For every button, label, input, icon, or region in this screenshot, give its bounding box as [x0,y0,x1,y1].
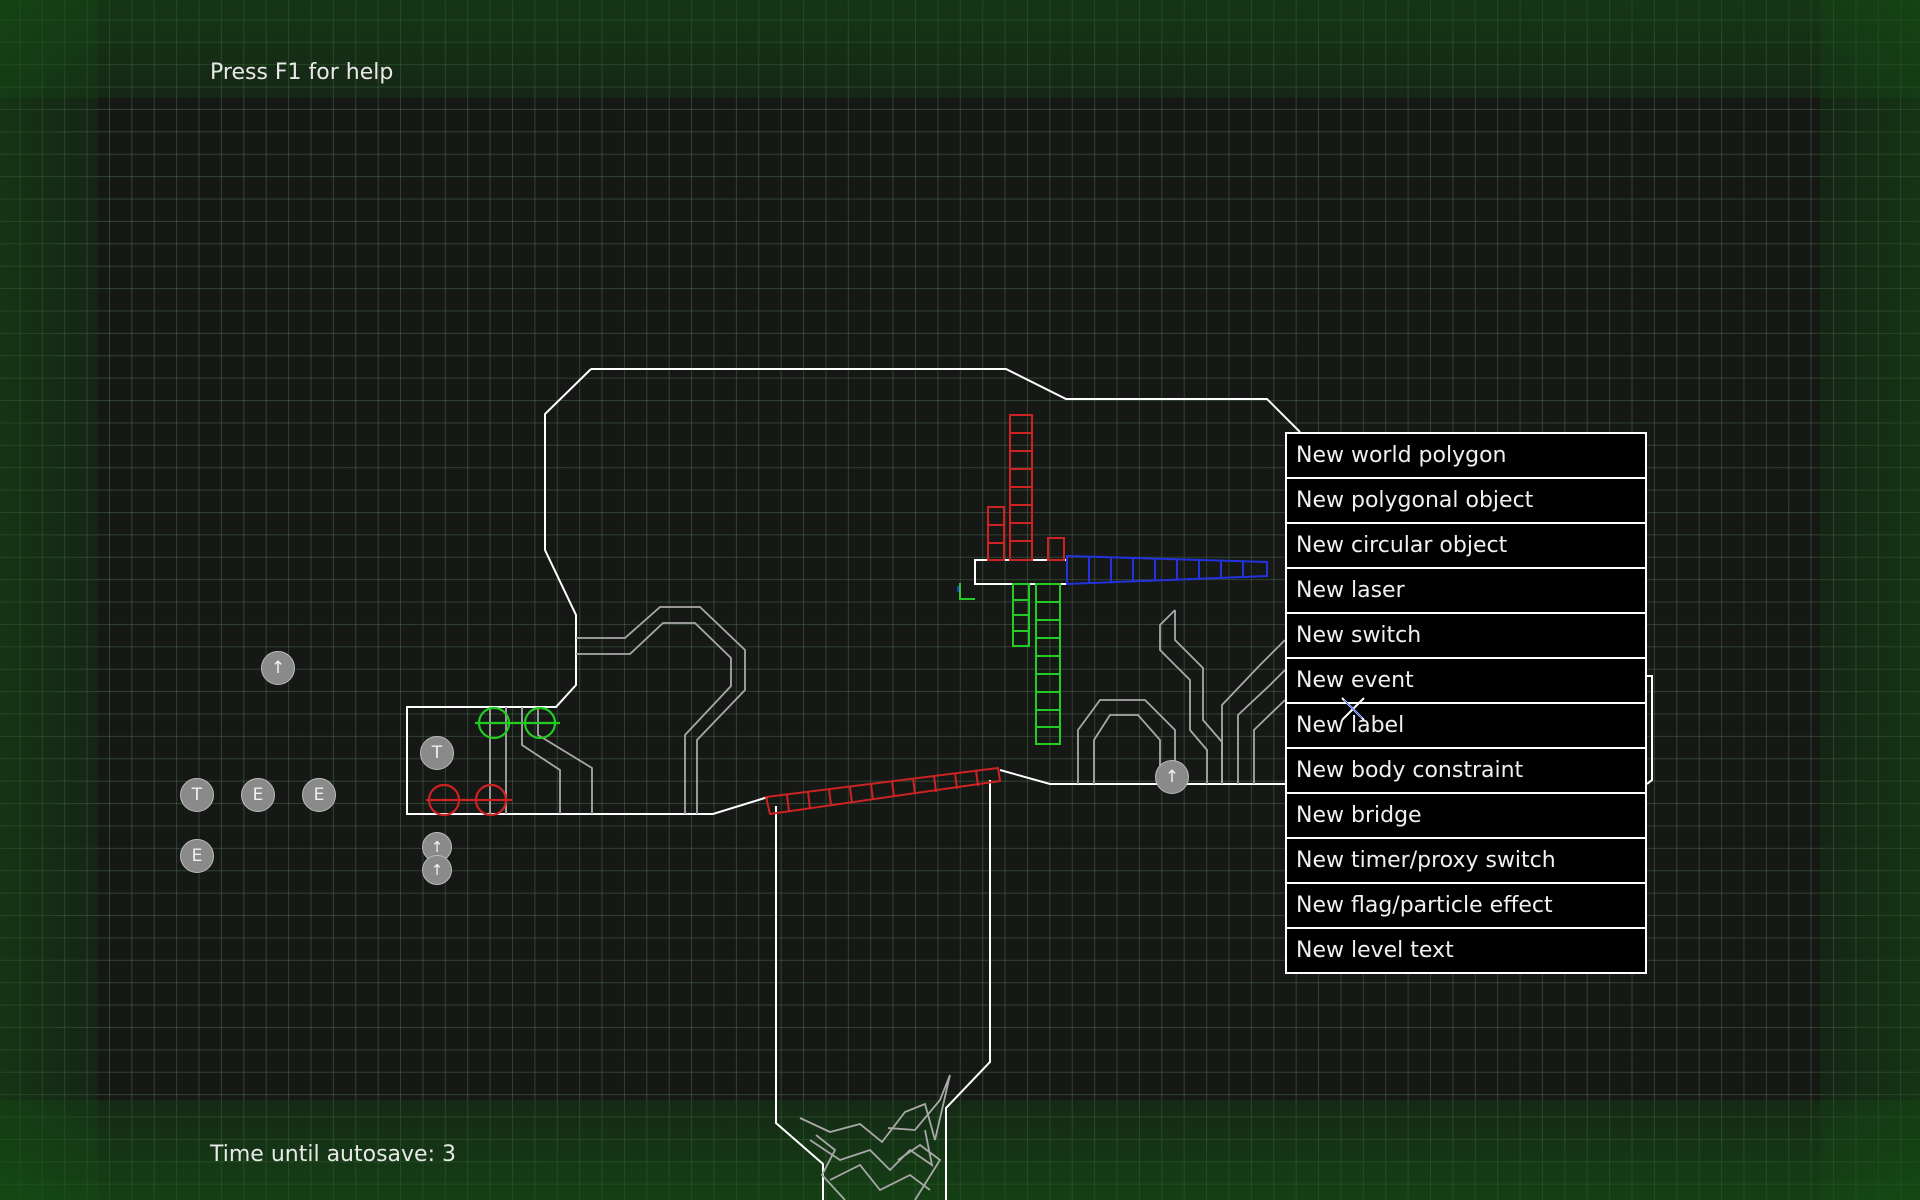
create-context-menu: New world polygon New polygonal object N… [1285,432,1647,974]
event-marker[interactable]: E [241,778,275,812]
crosshair-cursor-icon [1341,697,1365,721]
trigger-marker[interactable]: T [420,736,454,770]
menu-item-new-world-polygon[interactable]: New world polygon [1287,434,1645,479]
trigger-marker[interactable]: T [180,778,214,812]
blue-box-row[interactable] [957,554,1268,600]
autosave-timer: Time until autosave: 3 [210,1142,456,1167]
event-marker[interactable]: E [302,778,336,812]
up-arrow-marker[interactable]: ↑ [1155,760,1189,794]
green-box-tower[interactable] [1012,583,1061,745]
red-circle-objects[interactable] [426,783,512,817]
menu-item-new-switch[interactable]: New switch [1287,614,1645,659]
up-arrow-marker[interactable]: ↑ [422,855,452,885]
menu-item-new-body-constraint[interactable]: New body constraint [1287,749,1645,794]
event-marker[interactable]: E [180,839,214,873]
green-circle-objects[interactable] [475,706,560,740]
menu-item-new-event[interactable]: New event [1287,659,1645,704]
menu-item-new-laser[interactable]: New laser [1287,569,1645,614]
menu-item-new-timer-proxy-switch[interactable]: New timer/proxy switch [1287,839,1645,884]
menu-item-new-bridge[interactable]: New bridge [1287,794,1645,839]
terrain-details [489,606,1286,1200]
red-bridge[interactable] [764,766,1002,816]
menu-item-new-label[interactable]: New label [1287,704,1645,749]
menu-item-new-polygonal-object[interactable]: New polygonal object [1287,479,1645,524]
menu-item-new-circular-object[interactable]: New circular object [1287,524,1645,569]
help-hint: Press F1 for help [210,60,394,85]
world-polygon[interactable] [406,368,1653,1200]
red-box-tower[interactable] [987,414,1065,561]
up-arrow-marker[interactable]: ↑ [261,651,295,685]
menu-item-new-flag-particle-effect[interactable]: New flag/particle effect [1287,884,1645,929]
menu-item-new-level-text[interactable]: New level text [1296,938,1454,963]
